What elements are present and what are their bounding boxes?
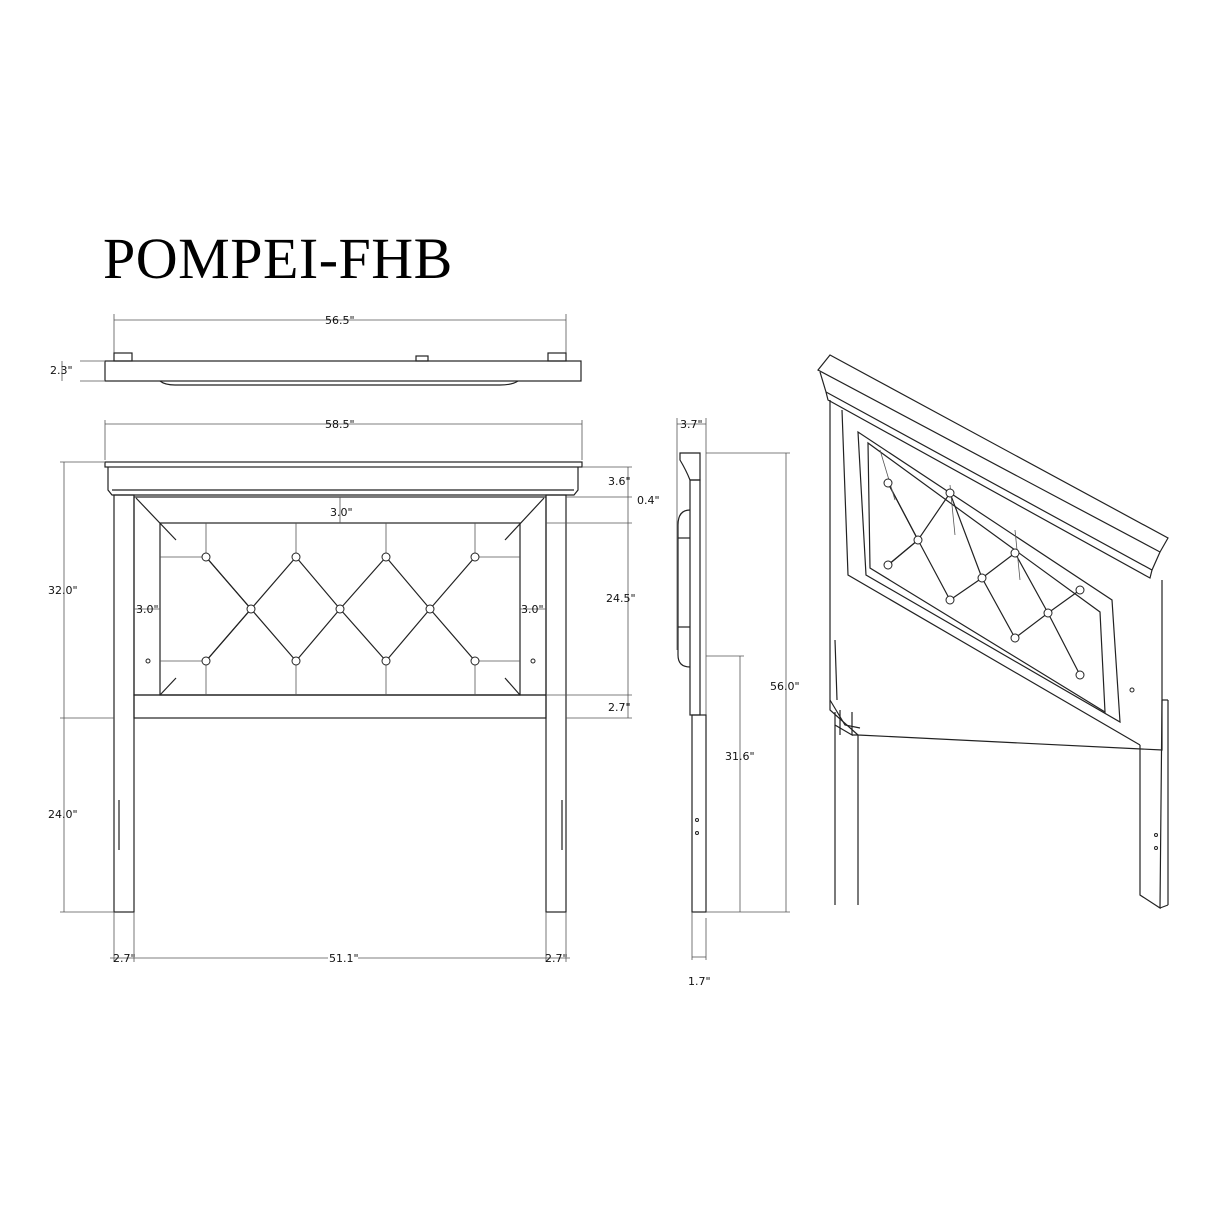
dim-panel-right-margin: 3.0" xyxy=(521,603,544,616)
dim-top-width: 56.5" xyxy=(325,314,355,327)
dim-front-width: 58.5" xyxy=(325,418,355,431)
dim-cornice-gap: 0.4" xyxy=(637,494,660,507)
dim-leg-height: 24.0" xyxy=(48,808,78,821)
dim-side-leg-depth: 1.7" xyxy=(688,975,711,988)
dim-cornice-height: 3.6" xyxy=(608,475,631,488)
drawing-title: POMPEI-FHB xyxy=(103,226,453,291)
dim-side-leg-height: 31.6" xyxy=(725,750,755,763)
dim-headboard-height: 32.0" xyxy=(48,584,78,597)
dim-top-depth: 2.3" xyxy=(50,364,73,377)
top-view: 56.5" 2.3" xyxy=(50,314,582,386)
tuft-buttons xyxy=(145,552,536,666)
dim-left-leg-width: 2.7" xyxy=(113,952,136,965)
front-view: 58.5" xyxy=(48,418,660,965)
dim-panel-height: 24.5" xyxy=(606,592,636,605)
dim-side-depth: 3.7" xyxy=(680,418,703,431)
dim-inner-width: 51.1" xyxy=(329,952,359,965)
dim-panel-left-margin: 3.0" xyxy=(136,603,159,616)
dim-right-leg-width: 2.7" xyxy=(545,952,568,965)
dim-panel-top-margin: 3.0" xyxy=(330,506,353,519)
dim-overall-height: 56.0" xyxy=(770,680,800,693)
dim-bottom-rail: 2.7" xyxy=(608,701,631,714)
perspective-view xyxy=(817,354,1169,910)
side-view: 3.7" 56.0" 31.6" 1.7" xyxy=(676,418,800,988)
